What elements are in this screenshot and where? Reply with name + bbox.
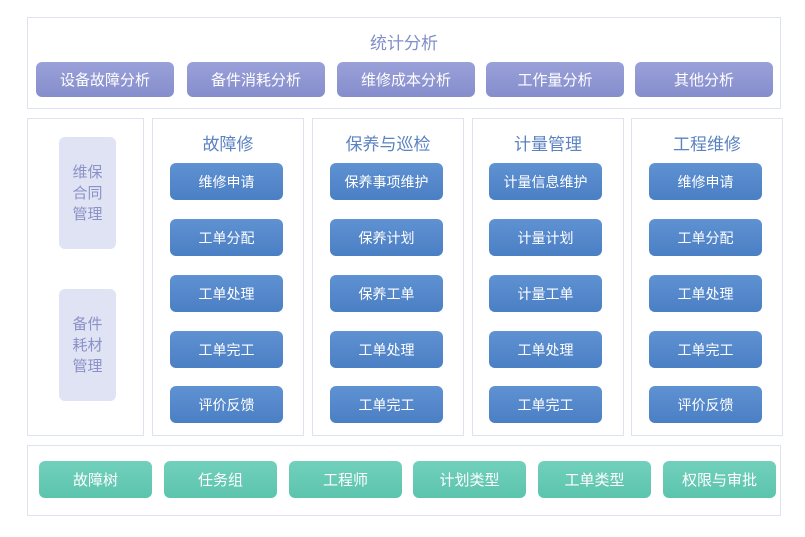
stats-button-other[interactable]: 其他分析 (635, 62, 773, 97)
column-3-item-1[interactable]: 计量信息维护 (489, 163, 602, 200)
base-button-engineer[interactable]: 工程师 (289, 461, 402, 498)
column-4-item-5[interactable]: 评价反馈 (649, 386, 762, 423)
column-1-item-4[interactable]: 工单完工 (170, 331, 283, 368)
base-button-workorder-type[interactable]: 工单类型 (538, 461, 651, 498)
column-2-item-2[interactable]: 保养计划 (330, 219, 443, 256)
column-1-item-3[interactable]: 工单处理 (170, 275, 283, 312)
column-title-fault-repair: 故障修 (202, 135, 254, 155)
column-3-item-4[interactable]: 工单处理 (489, 331, 602, 368)
column-title-metering: 计量管理 (514, 135, 582, 155)
side-item-parts-label: 备件耗材管理 (72, 314, 103, 375)
side-item-parts[interactable]: 备件耗材管理 (59, 289, 116, 401)
stats-title: 统计分析 (370, 34, 438, 54)
column-2-item-3[interactable]: 保养工单 (330, 275, 443, 312)
base-button-task-group[interactable]: 任务组 (164, 461, 277, 498)
base-button-plan-type[interactable]: 计划类型 (413, 461, 526, 498)
column-3-item-5[interactable]: 工单完工 (489, 386, 602, 423)
column-title-engineering-repair: 工程维修 (673, 135, 741, 155)
stats-button-workload[interactable]: 工作量分析 (486, 62, 624, 97)
column-4-item-3[interactable]: 工单处理 (649, 275, 762, 312)
column-title-maintenance-inspection: 保养与巡检 (345, 135, 431, 155)
stats-button-parts-consumption[interactable]: 备件消耗分析 (187, 62, 325, 97)
side-item-contract[interactable]: 维保合同管理 (59, 137, 116, 249)
column-3-item-3[interactable]: 计量工单 (489, 275, 602, 312)
column-2-item-4[interactable]: 工单处理 (330, 331, 443, 368)
column-2-item-5[interactable]: 工单完工 (330, 386, 443, 423)
stats-button-equipment-fault[interactable]: 设备故障分析 (36, 62, 174, 97)
column-1-item-5[interactable]: 评价反馈 (170, 386, 283, 423)
column-4-item-1[interactable]: 维修申请 (649, 163, 762, 200)
side-item-contract-label: 维保合同管理 (72, 162, 103, 223)
column-1-item-2[interactable]: 工单分配 (170, 219, 283, 256)
stats-button-maintenance-cost[interactable]: 维修成本分析 (337, 62, 475, 97)
column-2-item-1[interactable]: 保养事项维护 (330, 163, 443, 200)
column-4-item-2[interactable]: 工单分配 (649, 219, 762, 256)
base-panel (27, 445, 781, 516)
column-3-item-2[interactable]: 计量计划 (489, 219, 602, 256)
base-button-permission-approval[interactable]: 权限与审批 (663, 461, 776, 498)
column-1-item-1[interactable]: 维修申请 (170, 163, 283, 200)
column-4-item-4[interactable]: 工单完工 (649, 331, 762, 368)
base-button-fault-tree[interactable]: 故障树 (39, 461, 152, 498)
